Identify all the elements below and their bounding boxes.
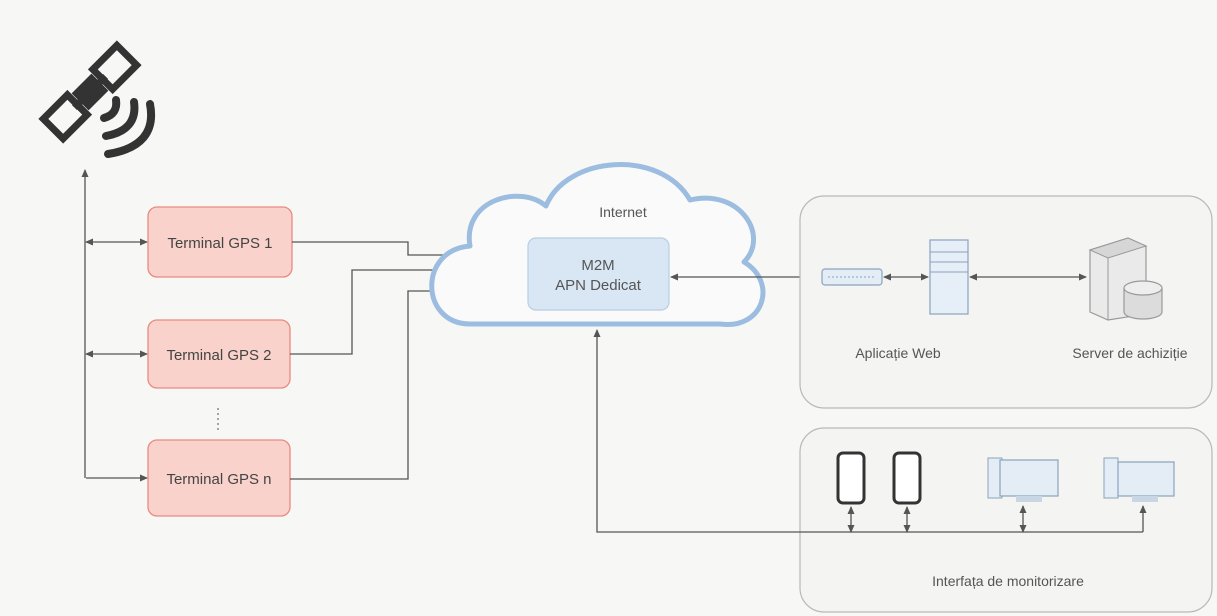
acquisition-server-label: Server de achiziție <box>1072 345 1187 361</box>
router-icon <box>821 268 883 286</box>
smartphone-icon <box>892 451 922 505</box>
web-server-icon <box>929 239 969 315</box>
apn-line-1: M2M <box>581 257 614 274</box>
apn-line-2: APN Dedicat <box>555 277 642 294</box>
monitor-bus-to-apn <box>593 329 1143 533</box>
terminal-gps-1: Terminal GPS 1 <box>147 206 293 278</box>
desktop-computer-icon <box>1103 457 1175 502</box>
database-icon <box>1123 280 1163 320</box>
smartphone-icon <box>836 451 866 505</box>
terminal-gps-2-label: Terminal GPS 2 <box>166 347 271 364</box>
internet-label: Internet <box>599 204 647 220</box>
desktop-computer-icon <box>987 457 1059 502</box>
satellite-icon <box>38 40 142 144</box>
monitoring-label: Interfața de monitorizare <box>932 573 1084 589</box>
terminal-gps-n-label: Terminal GPS n <box>166 471 271 488</box>
signal-waves-icon <box>100 96 156 158</box>
terminal-gps-2: Terminal GPS 2 <box>147 319 291 389</box>
apn-box: M2M APN Dedicat <box>527 237 670 311</box>
web-app-label: Aplicație Web <box>855 345 941 361</box>
terminal-gps-n: Terminal GPS n <box>147 439 291 517</box>
terminal-gps-1-label: Terminal GPS 1 <box>167 235 272 252</box>
